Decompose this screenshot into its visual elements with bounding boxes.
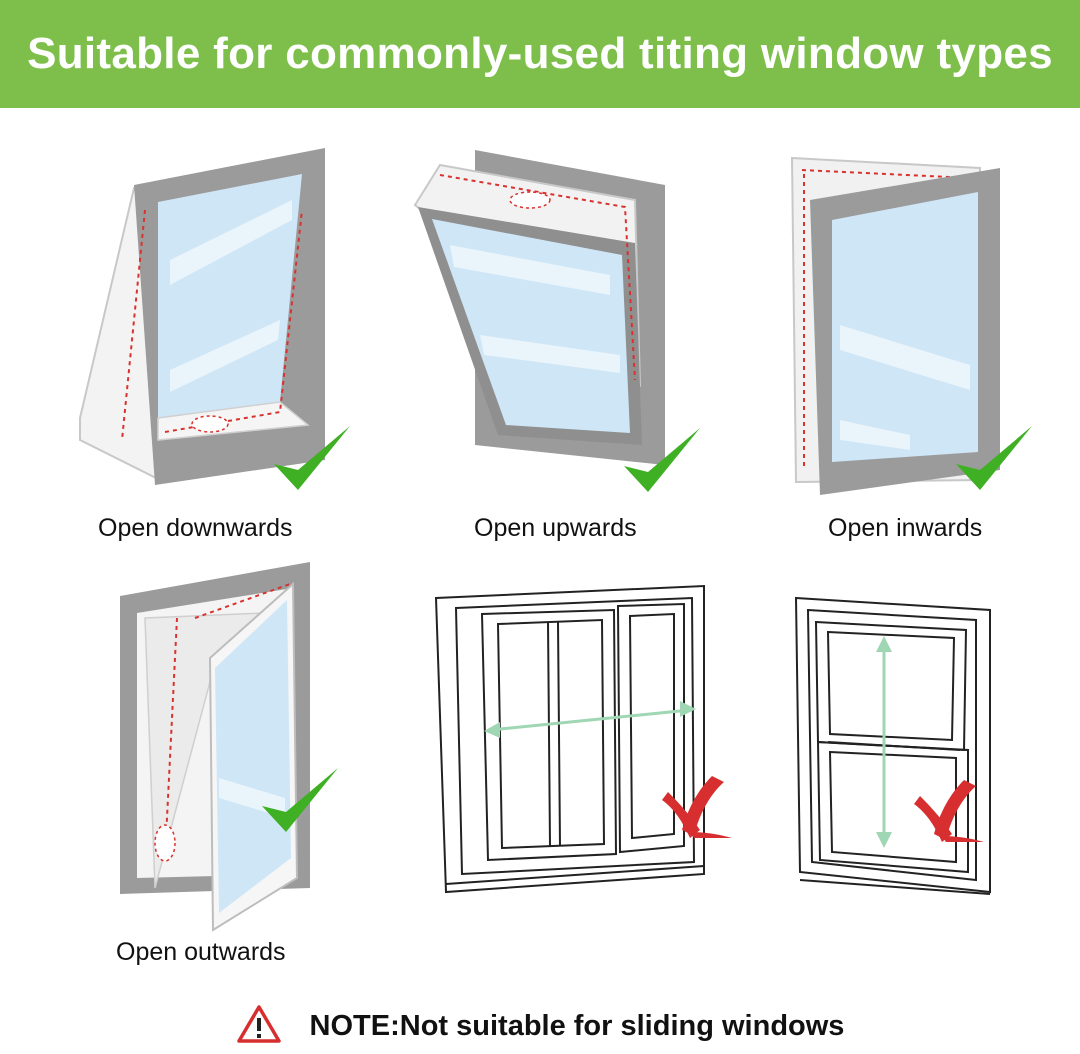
cross-icon	[654, 770, 734, 840]
check-icon	[256, 762, 342, 842]
window-open-downwards-illustration	[70, 140, 360, 500]
window-open-inwards-illustration	[790, 150, 1010, 505]
warning-icon	[236, 1004, 282, 1049]
window-open-outwards-illustration	[115, 558, 325, 938]
page-title: Suitable for commonly-used titing window…	[27, 29, 1053, 78]
note-bar: NOTE:Not suitable for sliding windows	[0, 998, 1080, 1054]
note-text: NOTE:Not suitable for sliding windows	[309, 1009, 845, 1042]
header-banner: Suitable for commonly-used titing window…	[0, 0, 1080, 108]
vertical-sliding-window-illustration	[792, 592, 998, 902]
label-open-upwards: Open upwards	[474, 514, 637, 542]
check-icon	[268, 420, 354, 500]
horizontal-sliding-window-illustration	[432, 584, 712, 896]
cross-icon	[906, 774, 986, 844]
label-open-outwards: Open outwards	[116, 938, 286, 966]
window-open-upwards-illustration	[410, 145, 680, 485]
label-open-downwards: Open downwards	[98, 514, 293, 542]
check-icon	[950, 420, 1036, 500]
check-icon	[618, 422, 704, 502]
label-open-inwards: Open inwards	[828, 514, 983, 542]
